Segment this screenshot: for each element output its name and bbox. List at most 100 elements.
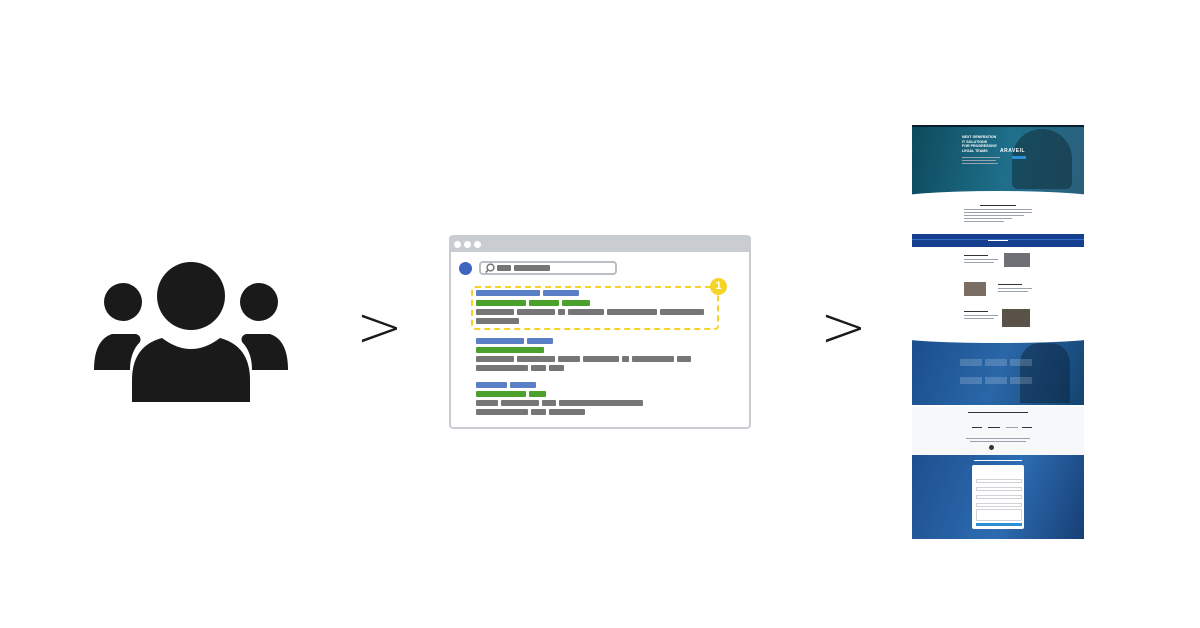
result-snippet-bar <box>568 309 604 315</box>
site-features-band <box>912 337 1084 405</box>
site-logo: ARAVEIL <box>1000 148 1026 154</box>
text-line <box>964 209 1032 210</box>
result-snippet-bar <box>501 400 539 406</box>
form-field <box>976 503 1022 507</box>
text-line <box>964 255 988 256</box>
search-input[interactable] <box>479 261 617 275</box>
text-line <box>998 284 1022 285</box>
result-url-bar <box>476 300 526 306</box>
result-snippet-bar <box>476 309 514 315</box>
site-contact-section <box>912 455 1084 539</box>
result-snippet-bar <box>476 365 528 371</box>
features-curve-top <box>912 329 1084 343</box>
arrow-right-1: > <box>356 295 403 360</box>
form-field <box>976 487 1022 491</box>
text-line <box>998 288 1032 289</box>
text-line <box>968 412 1028 413</box>
hero-heading-line: NEXT GENERATION <box>962 135 997 139</box>
result-url-bar <box>529 300 559 306</box>
site-partners-section <box>912 407 1084 455</box>
hero-photo <box>1012 129 1072 189</box>
result-snippet-bar <box>677 356 691 362</box>
window-dot <box>474 241 481 248</box>
text-line <box>962 157 1000 158</box>
result-snippet-bar <box>476 409 528 415</box>
site-intro-section <box>912 203 1084 233</box>
text-line <box>964 262 994 263</box>
service-photo <box>1002 309 1030 327</box>
result-snippet-bar <box>583 356 619 362</box>
query-text-bar <box>514 265 550 271</box>
feature-tile <box>1010 359 1032 366</box>
text-line <box>964 318 994 319</box>
result-snippet-bar <box>531 409 546 415</box>
result-snippet-bar <box>531 365 546 371</box>
result-snippet-bar <box>476 318 519 324</box>
site-services-banner <box>912 234 1084 247</box>
feature-tile <box>985 377 1007 384</box>
text-line <box>964 259 998 260</box>
testimonial-avatar <box>989 445 994 450</box>
result-url-bar <box>562 300 590 306</box>
text-line <box>964 215 1024 216</box>
text-line <box>964 311 988 312</box>
hero-curve <box>912 191 1084 207</box>
hero-heading-line: IT SOLUTIONS <box>962 139 988 144</box>
result-snippet-bar <box>660 309 704 315</box>
text-line <box>964 212 1032 213</box>
text-line <box>970 441 1026 442</box>
result-snippet-bar <box>622 356 629 362</box>
hero-heading-line: LEGAL TEAMS <box>962 148 988 153</box>
circuit-line <box>912 239 1084 240</box>
partner-logo <box>1006 427 1018 428</box>
query-text-bar <box>497 265 511 271</box>
arrow-right-2: > <box>820 295 867 360</box>
result-snippet-bar <box>517 309 555 315</box>
window-dot <box>454 241 461 248</box>
text-line <box>998 291 1028 292</box>
result-title-bar <box>476 338 524 344</box>
browser-title-bar <box>451 237 749 252</box>
text-line <box>988 240 1008 241</box>
result-snippet-bar <box>607 309 657 315</box>
top-result-highlight <box>471 286 719 330</box>
result-title-bar <box>527 338 553 344</box>
users-group-icon <box>94 262 288 402</box>
result-snippet-bar <box>549 409 585 415</box>
hero-cta-button <box>1012 156 1026 159</box>
result-title-bar <box>476 290 540 296</box>
result-snippet-bar <box>549 365 564 371</box>
text-line <box>980 205 1016 206</box>
feature-tile <box>985 359 1007 366</box>
result-snippet-bar <box>632 356 674 362</box>
result-url-bar <box>476 347 544 353</box>
features-photo <box>1020 343 1070 403</box>
feature-tile <box>960 377 982 384</box>
result-url-bar <box>529 391 546 397</box>
text-line <box>964 221 1004 222</box>
contact-form <box>972 465 1024 529</box>
website-landing-page: NEXT GENERATION IT SOLUTIONS FOR PROGRES… <box>912 125 1084 539</box>
search-results-browser: 1 <box>449 235 751 429</box>
result-url-bar <box>476 391 526 397</box>
form-textarea <box>976 509 1022 521</box>
result-snippet-bar <box>476 356 514 362</box>
site-top-nav <box>912 125 1084 127</box>
browser-profile-dot <box>459 262 472 275</box>
text-line <box>962 160 996 161</box>
result-snippet-bar <box>517 356 555 362</box>
window-dot <box>464 241 471 248</box>
result-title-bar <box>476 382 507 388</box>
result-title-bar <box>510 382 536 388</box>
hero-heading: NEXT GENERATION IT SOLUTIONS FOR PROGRES… <box>962 135 1032 153</box>
text-line <box>964 315 998 316</box>
result-snippet-bar <box>559 400 643 406</box>
result-snippet-bar <box>542 400 556 406</box>
partner-logo <box>988 427 1000 428</box>
site-hero: NEXT GENERATION IT SOLUTIONS FOR PROGRES… <box>912 125 1084 199</box>
form-field <box>976 495 1022 499</box>
partner-logo <box>972 427 982 428</box>
text-line <box>964 218 1012 219</box>
site-services-list <box>912 247 1084 337</box>
rank-badge: 1 <box>710 278 727 295</box>
